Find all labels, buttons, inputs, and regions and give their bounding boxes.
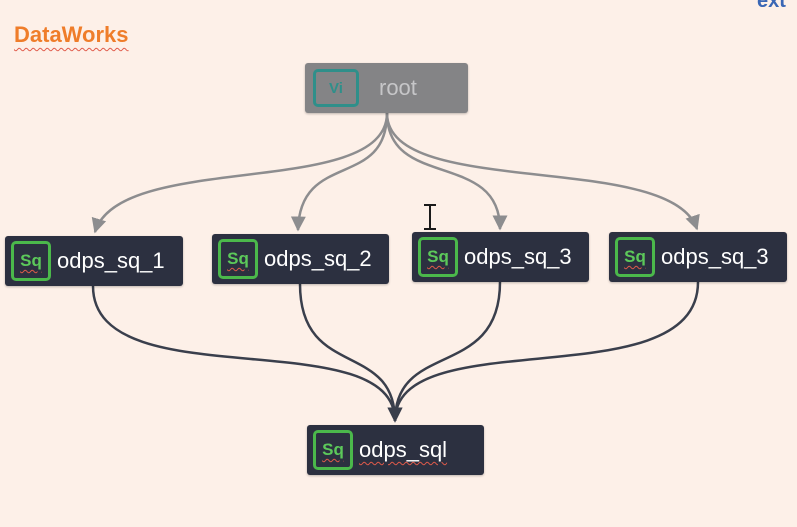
edge-root-to-node-1 [91,112,389,234]
node-odps-sq-2-label: odps_sq_2 [264,246,372,271]
edge-root-to-node-3 [385,112,508,231]
node-root-label: root [379,75,417,100]
node-odps-sq-1-label: odps_sq_1 [57,248,165,273]
sql-node-icon: Sq [418,237,458,277]
node-odps-sq-2[interactable]: Sq odps_sq_2 [212,234,389,284]
node-odps-sql-label: odps_sql [359,437,448,462]
virtual-node-icon: Vi [313,69,359,107]
edge-node-3-to-sink [387,281,502,423]
sql-node-icon: Sq [313,430,353,470]
node-odps-sq-3[interactable]: Sq odps_sq_3 [412,232,589,282]
edge-root-to-node-2 [290,112,389,232]
sql-node-icon: Sq [218,239,258,279]
sql-node-icon: Sq [615,237,655,277]
text-cursor-icon [424,204,436,230]
node-odps-sq-1[interactable]: Sq odps_sq_1 [5,236,183,286]
sql-node-icon: Sq [11,241,51,281]
brand-title: DataWorks [14,22,129,47]
edge-root-to-node-4 [385,112,700,231]
corner-partial-text: ext [757,0,786,12]
node-odps-sq-3-label: odps_sq_3 [464,244,572,269]
edge-node-4-to-sink [387,281,700,423]
edge-node-2-to-sink [298,283,403,423]
node-root[interactable]: Vi root [305,63,468,113]
node-odps-sq-3-second-label: odps_sq_3 [661,244,769,269]
node-odps-sql[interactable]: Sq odps_sql [307,425,484,475]
edge-node-1-to-sink [91,285,403,423]
node-odps-sq-3-second[interactable]: Sq odps_sq_3 [609,232,787,282]
